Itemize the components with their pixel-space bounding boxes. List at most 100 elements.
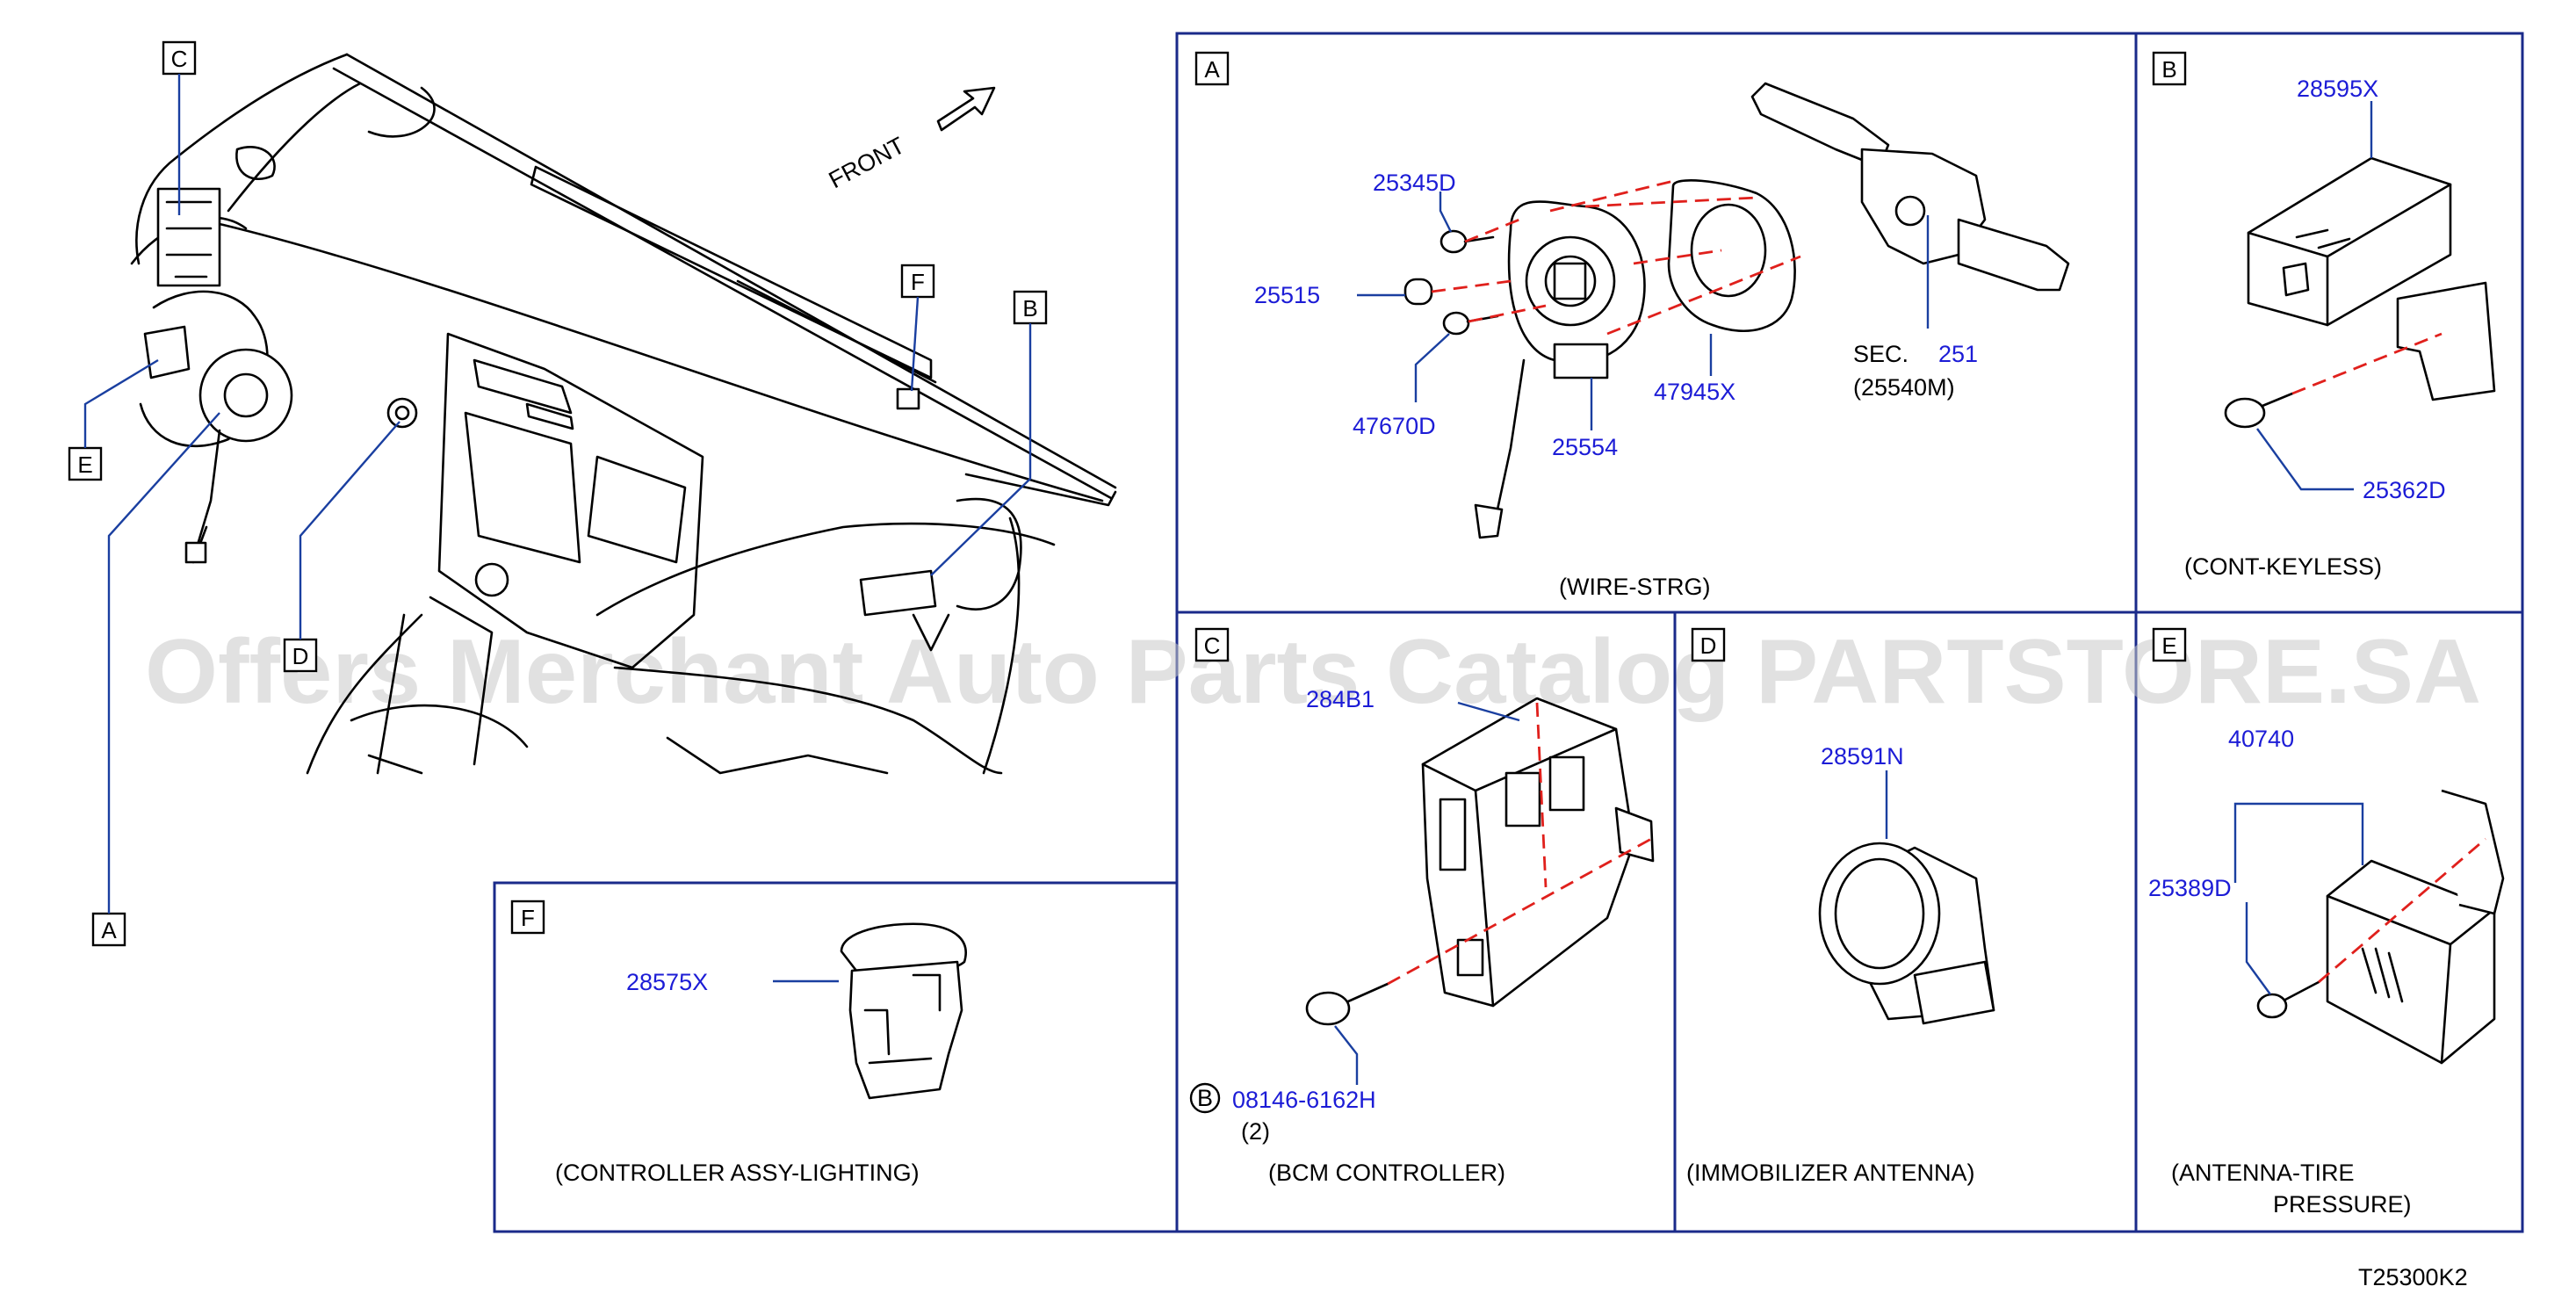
control-knob — [474, 562, 509, 597]
console-base — [350, 704, 529, 775]
dash-top-edge — [332, 53, 1117, 500]
screw-25362d-head — [2224, 397, 2266, 429]
overview-leader-b — [930, 323, 1032, 576]
panel-frames — [493, 32, 2524, 1233]
overview-tpms-body — [143, 325, 191, 379]
screw-25362d — [2224, 392, 2294, 429]
hazard-switch — [525, 402, 574, 430]
panel-a: A — [1194, 51, 2070, 600]
passenger-trim — [956, 497, 1022, 611]
watermark-text: Offers Merchant Auto Parts Catalog PARTS… — [145, 621, 2481, 723]
panel-c-letter: C — [1204, 632, 1221, 659]
upper-vent — [473, 358, 573, 415]
center-stack — [437, 332, 704, 669]
screw-25389d-shank — [2284, 980, 2320, 1001]
leader-40740 — [2233, 802, 2364, 883]
overview-keyless-bracket — [912, 613, 950, 652]
panel-b-assembly-line — [2291, 332, 2443, 395]
glovebox-top — [595, 522, 1056, 617]
lower-dash-line — [666, 736, 889, 775]
panel-c-caption: (BCM CONTROLLER) — [1268, 1160, 1505, 1186]
clock-spring-ring — [1525, 235, 1616, 327]
overview-immobilizer — [386, 397, 418, 429]
leader-08146 — [1334, 1025, 1359, 1085]
panel-f: F 28575X (CONTROLLER ASSY-LIGHTING) — [510, 900, 967, 1186]
overview-callout-f-label: F — [911, 269, 925, 295]
immobilizer-ring-inner — [1834, 857, 1925, 970]
part-47670d: 47670D — [1353, 413, 1436, 439]
panel-e-letter: E — [2161, 632, 2176, 659]
bolt-08146-6162h — [1305, 982, 1389, 1026]
dash-hood-line — [227, 82, 362, 213]
panel-c-assembly-lines — [1387, 702, 1652, 986]
leader-47670d — [1414, 333, 1450, 402]
overview-immobilizer-ring — [386, 397, 418, 429]
panel-c: C 284B1 B 08146-6162H (2) (BCM CONTROLLE… — [1189, 627, 1655, 1186]
part-28595x: 28595X — [2297, 76, 2378, 102]
combination-switch — [1750, 82, 2070, 292]
tpms-edges — [2326, 894, 2496, 1065]
overview-callout-a — [91, 912, 126, 947]
tpms-vents — [2361, 947, 2404, 1003]
bcm-connector-3 — [1439, 798, 1467, 871]
part-25345d: 25345D — [1373, 170, 1456, 196]
overview-callout-d-label: D — [292, 643, 309, 669]
screw-47670d-head — [1442, 311, 1470, 336]
panel-b-caption: (CONT-KEYLESS) — [2184, 553, 2382, 580]
keyless-labels-marks — [2295, 228, 2351, 249]
lower-trim — [306, 613, 423, 775]
right-frame — [1175, 32, 2524, 1233]
leader-25345d — [1439, 192, 1453, 233]
bolt-head — [1305, 991, 1351, 1026]
overview-bcm-body — [156, 187, 221, 287]
dash-right-edge — [982, 517, 1021, 775]
panel-f-caption: (CONTROLLER ASSY-LIGHTING) — [555, 1160, 920, 1186]
bcm-part — [1421, 697, 1655, 1008]
tpms-bracket — [2441, 789, 2505, 915]
part-sec-251: 251 — [1938, 341, 1978, 367]
overview-callout-b-label: B — [1022, 295, 1037, 322]
overview-callout-c — [162, 40, 197, 76]
overview-leader-d — [299, 421, 400, 640]
panel-e-caption-line1: (ANTENNA-TIRE — [2171, 1160, 2355, 1186]
dashboard-overview: FRONT — [130, 53, 1117, 775]
keyless-controller-part — [2247, 156, 2496, 401]
overview-leader-f — [910, 296, 920, 392]
dash-left-curve — [135, 53, 349, 265]
keyless-bracket — [2396, 281, 2496, 401]
overview-callout-a-label: A — [101, 917, 117, 943]
part-08146-6162h: 08146-6162H — [1232, 1087, 1376, 1113]
panel-a-caption: (WIRE-STRG) — [1559, 574, 1710, 600]
lighting-body — [848, 960, 963, 1100]
leader-25389d — [2245, 902, 2271, 995]
bolt-marker-b-label: B — [1197, 1085, 1213, 1111]
part-25389d: 25389D — [2148, 875, 2232, 901]
bolt-marker-b — [1189, 1082, 1221, 1114]
display-screen — [464, 411, 581, 564]
panel-d-caption: (IMMOBILIZER ANTENNA) — [1686, 1160, 1975, 1186]
screw-25389d — [2256, 980, 2320, 1019]
sec-label: SEC. — [1853, 341, 1909, 367]
part-284b1: 284B1 — [1306, 686, 1375, 712]
panel-a-letter: A — [1204, 56, 1220, 83]
clock-spring-connector — [1474, 503, 1504, 539]
part-25362d: 25362D — [2363, 477, 2446, 503]
sensor-ring — [1690, 203, 1767, 298]
steering-angle-sensor — [1667, 179, 1796, 332]
immobilizer-mount — [1913, 960, 1995, 1025]
part-28575x: 28575X — [626, 969, 708, 995]
panel-e: E 40740 25389D (ANTENNA-TIRE PRESSURE) — [2148, 627, 2505, 1218]
overview-leader-e — [83, 358, 159, 448]
overview-callout-f — [900, 264, 935, 299]
panel-a-letter-box — [1194, 51, 1230, 86]
tpms-antenna-part — [2326, 789, 2505, 1065]
clock-spring-hub — [1544, 255, 1597, 307]
panel-b-letter-box — [2152, 51, 2187, 86]
overview-callout-c-label: C — [171, 46, 188, 72]
overview-callout-e-label: E — [77, 452, 92, 478]
overview-tpms-antenna — [143, 325, 191, 379]
combo-switch-stalk-right — [1957, 218, 2070, 292]
defrost-vent — [530, 165, 933, 379]
bcm-bracket — [1614, 806, 1655, 863]
